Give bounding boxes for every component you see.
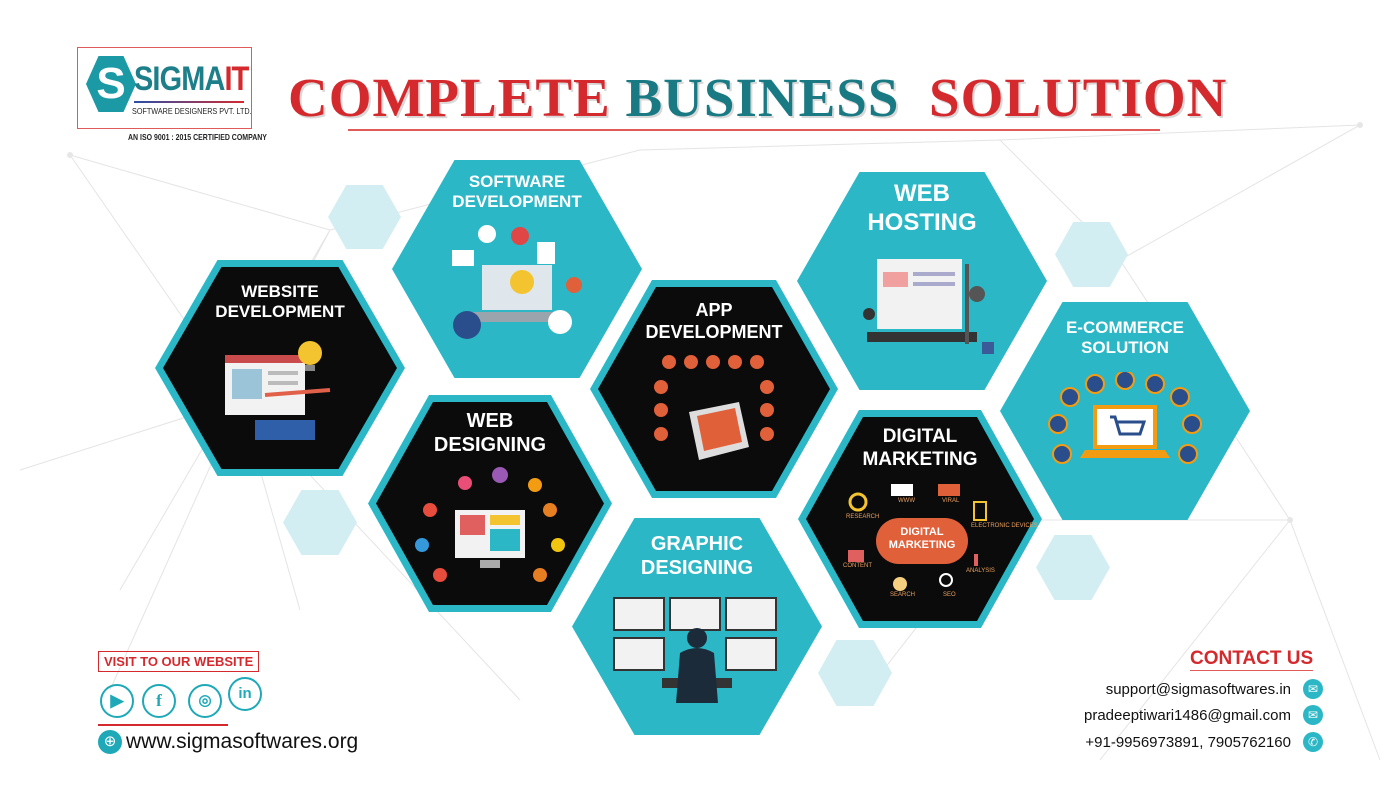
contact-email-2[interactable]: pradeeptiwari1486@gmail.com ✉ xyxy=(1084,705,1323,725)
company-logo: S SIGMAIT SOFTWARE DESIGNERS PVT. LTD. xyxy=(77,47,252,129)
diagram-label: ELECTRONIC DEVICES xyxy=(971,523,1038,529)
logo-mark: S xyxy=(86,56,136,112)
linkedin-icon[interactable]: in xyxy=(228,677,262,711)
email-link[interactable]: pradeeptiwari1486@gmail.com xyxy=(1084,706,1291,724)
logo-underline xyxy=(134,101,244,103)
diagram-label: ANALYSIS xyxy=(966,568,995,574)
email-link[interactable]: support@sigmasoftwares.in xyxy=(1105,680,1291,698)
contact-heading: CONTACT US xyxy=(1190,648,1314,671)
web-browser-lightbulb-icon xyxy=(225,341,331,440)
diagram-label: SEO xyxy=(943,592,956,598)
diagram-icons xyxy=(848,484,987,591)
designer-screens-icon xyxy=(613,597,777,703)
website-url[interactable]: www.sigmasoftwares.org xyxy=(126,730,359,753)
facebook-icon[interactable]: f xyxy=(142,684,176,718)
diagram-label: SEARCH xyxy=(890,592,916,598)
laptop-gears-icon xyxy=(452,225,582,339)
website-link[interactable]: ⊕www.sigmasoftwares.org xyxy=(98,730,358,754)
title-part-3: SOLUTION xyxy=(928,67,1228,128)
envelope-icon: ✉ xyxy=(1303,705,1323,725)
logo-name-main: SIGMA xyxy=(134,60,225,98)
smartphone-apps-icon xyxy=(654,355,774,460)
certification-text: AN ISO 9001 : 2015 CERTIFIED COMPANY xyxy=(128,132,267,142)
globe-icon: ⊕ xyxy=(98,730,122,754)
phone-icon: ✆ xyxy=(1303,732,1323,752)
diagram-label: WWW xyxy=(898,498,915,504)
monitor-icons-icon xyxy=(415,467,565,582)
visit-website-label: VISIT TO OUR WEBSITE xyxy=(98,651,260,672)
contact-phone[interactable]: +91-9956973891, 7905762160 ✆ xyxy=(1085,732,1323,752)
diagram-label: CONTENT xyxy=(843,563,872,569)
social-divider xyxy=(98,724,228,726)
diagram-label: RESEARCH xyxy=(846,514,880,520)
title-part-2: BUSINESS xyxy=(625,67,900,128)
server-website-icon xyxy=(863,259,994,354)
logo-subtitle: SOFTWARE DESIGNERS PVT. LTD. xyxy=(132,106,252,116)
contact-email-1[interactable]: support@sigmasoftwares.in ✉ xyxy=(1106,679,1323,699)
page-title: COMPLETE BUSINESS SOLUTION xyxy=(288,66,1227,129)
logo-name: SIGMAIT xyxy=(134,60,249,99)
instagram-icon[interactable]: ◎ xyxy=(188,684,222,718)
decorative-hexagon xyxy=(1036,535,1110,600)
diagram-label: VIRAL xyxy=(942,498,960,504)
title-divider xyxy=(348,129,1160,131)
phone-number[interactable]: +91-9956973891, 7905762160 xyxy=(1085,733,1291,751)
title-part-1: COMPLETE xyxy=(288,67,611,128)
envelope-icon: ✉ xyxy=(1303,679,1323,699)
shopping-cart-laptop-icon xyxy=(1048,372,1202,464)
logo-name-accent: IT xyxy=(224,60,249,98)
youtube-icon[interactable]: ▶ xyxy=(100,684,134,718)
